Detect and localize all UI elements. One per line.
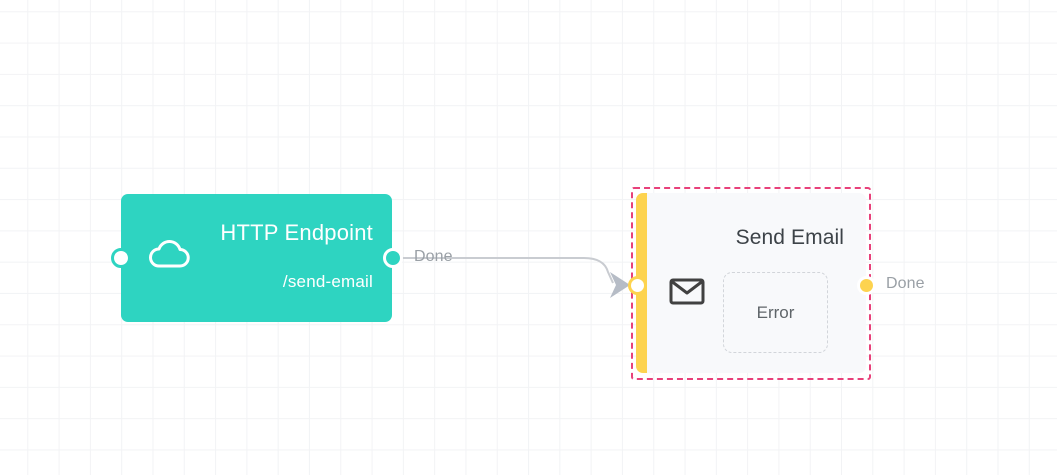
port-input-http-endpoint[interactable] xyxy=(111,248,131,268)
node-send-email-wrapper[interactable]: Send Email Error xyxy=(631,187,871,380)
port-output-send-email[interactable] xyxy=(857,276,876,295)
dropzone-label: Error xyxy=(756,302,795,322)
port-output-http-endpoint[interactable] xyxy=(383,248,403,268)
node-title: Send Email xyxy=(735,226,844,249)
node-send-email[interactable]: Send Email Error xyxy=(636,193,866,373)
envelope-icon xyxy=(669,277,705,305)
edge-arrowhead xyxy=(610,272,630,298)
error-dropzone[interactable]: Error xyxy=(723,272,828,353)
cloud-icon xyxy=(147,239,191,269)
node-title: HTTP Endpoint xyxy=(220,220,373,245)
node-subtitle: /send-email xyxy=(282,272,373,291)
port-input-send-email[interactable] xyxy=(628,276,647,295)
port-output-label-done: Done xyxy=(886,275,925,292)
edge-label-done: Done xyxy=(414,248,453,265)
node-http-endpoint[interactable]: HTTP Endpoint /send-email xyxy=(121,194,392,322)
